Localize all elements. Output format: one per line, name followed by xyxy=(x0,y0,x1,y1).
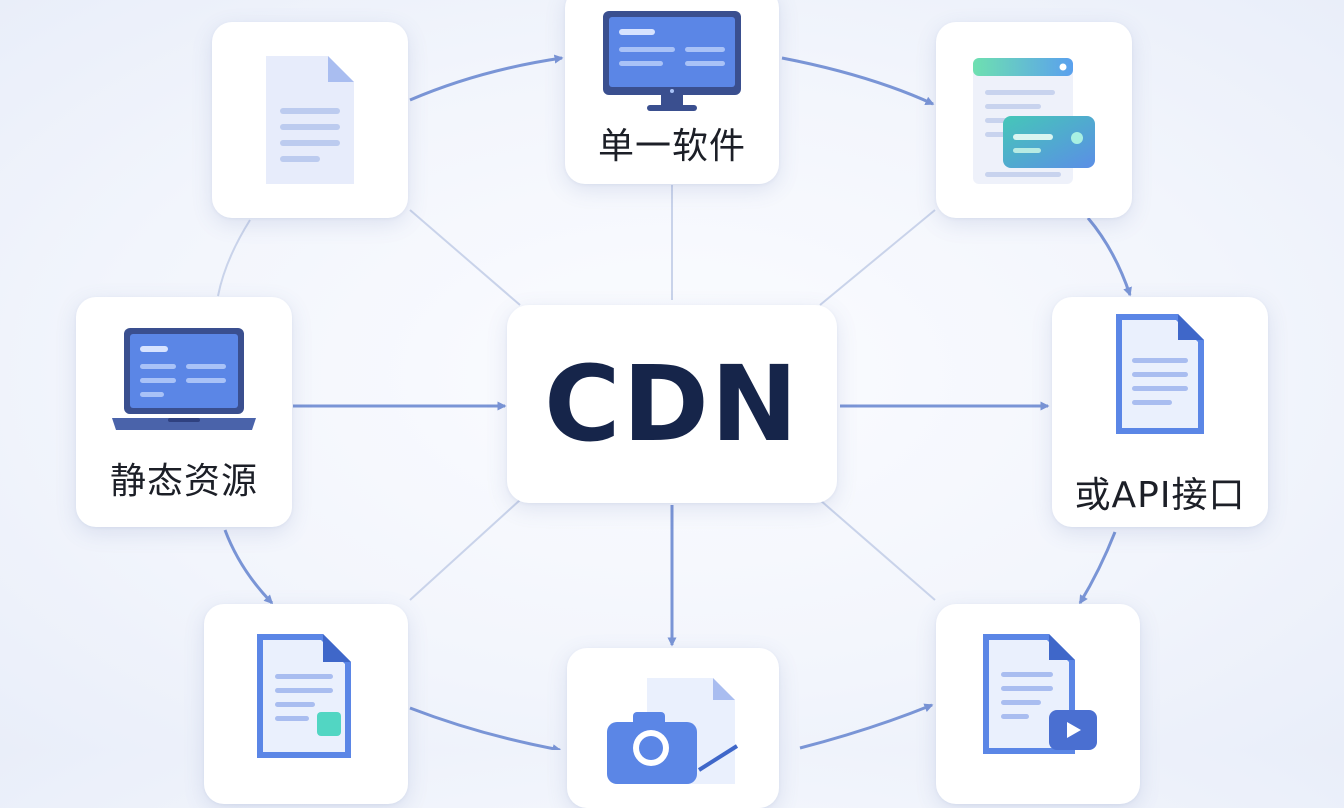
arc-left-upper xyxy=(217,219,251,297)
arrow-bottom-to-bottomright xyxy=(799,703,934,750)
node-bottom-right[interactable] xyxy=(936,604,1140,804)
node-right[interactable]: 或API接口 xyxy=(1052,297,1268,527)
diagram-links xyxy=(217,54,1132,750)
node-bottom[interactable] xyxy=(567,648,779,808)
spoke-bottom-left xyxy=(409,499,521,601)
document-image-icon xyxy=(257,634,351,758)
arrow-topright-to-right xyxy=(1086,217,1132,297)
node-bottom-left[interactable] xyxy=(204,604,408,804)
spoke-lines xyxy=(217,185,936,601)
arrow-lines xyxy=(223,54,1132,750)
arrow-left-to-bottomleft xyxy=(223,529,274,605)
spoke-bottom-right xyxy=(819,499,936,601)
spoke-top-left xyxy=(409,209,521,306)
image-file-icon xyxy=(607,678,739,784)
node-left-label: 静态资源 xyxy=(109,461,258,502)
node-top-right[interactable] xyxy=(936,22,1132,218)
browser-window-icon xyxy=(973,58,1095,184)
center-node[interactable]: CDN xyxy=(507,305,837,503)
node-left[interactable]: 静态资源 xyxy=(76,297,292,527)
spoke-top-right xyxy=(819,209,936,306)
arrow-topleft-to-top xyxy=(409,54,564,102)
arrow-top-to-topright xyxy=(781,56,935,106)
arrow-right-to-bottomright xyxy=(1078,531,1117,605)
document-icon xyxy=(266,56,354,184)
node-right-label: 或API接口 xyxy=(1074,475,1246,516)
laptop-icon xyxy=(112,328,256,430)
monitor-icon xyxy=(603,11,741,111)
center-label: CDN xyxy=(544,343,800,465)
document-icon xyxy=(1116,314,1204,434)
node-top[interactable]: 单一软件 xyxy=(565,0,779,184)
node-top-left[interactable] xyxy=(212,22,408,218)
video-file-icon xyxy=(983,634,1097,754)
node-top-label: 单一软件 xyxy=(597,126,746,167)
arrow-bottomleft-to-bottom xyxy=(409,706,562,750)
